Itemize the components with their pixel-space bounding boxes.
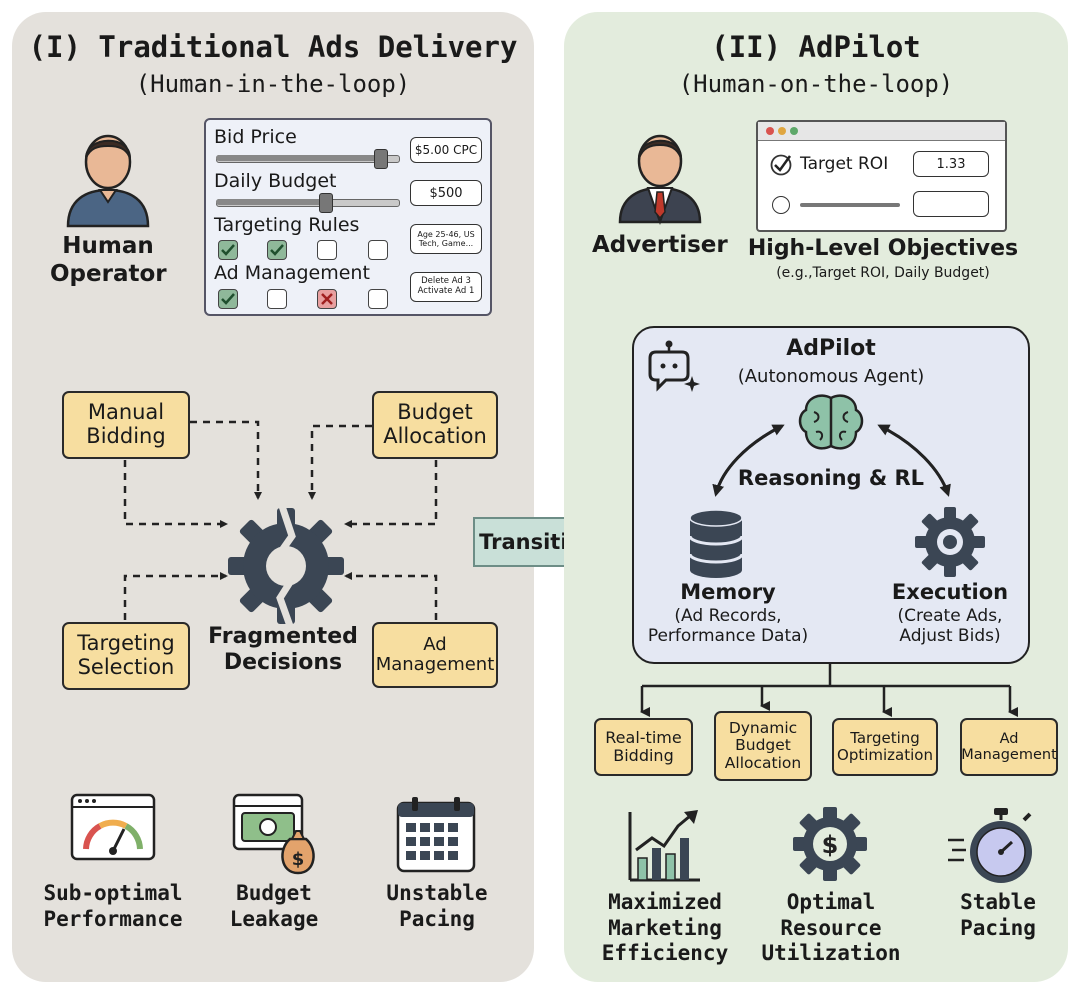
ad-management-control-label: Ad Management <box>214 262 370 284</box>
svg-text:$: $ <box>822 831 839 859</box>
right-title: (II) AdPilot <box>711 30 921 64</box>
gauge-icon <box>70 793 156 861</box>
growth-chart-icon <box>628 810 700 882</box>
target-roi-value[interactable]: 1.33 <box>913 151 989 177</box>
check-icon[interactable] <box>770 154 792 176</box>
daily-budget-label: Daily Budget <box>214 170 337 192</box>
targeting-checkbox[interactable] <box>267 240 287 260</box>
bid-price-slider-knob[interactable] <box>373 149 388 169</box>
advertiser-label: Advertiser <box>592 232 728 258</box>
adpilot-agent-box <box>632 326 1030 664</box>
targeting-rules-label: Targeting Rules <box>214 214 360 236</box>
gear-icon <box>915 507 985 577</box>
daily-budget-value[interactable]: $500 <box>410 180 482 206</box>
targeting-checkbox[interactable] <box>368 240 388 260</box>
execution-block: Execution (Create Ads, Adjust Bids) <box>891 580 1009 647</box>
bid-price-slider-fill <box>216 155 380 161</box>
radio-button[interactable] <box>772 196 790 214</box>
bid-price-slider[interactable] <box>216 149 400 169</box>
targeting-checkbox[interactable] <box>317 240 337 260</box>
chat-bot-icon <box>648 340 700 392</box>
action-distribution-arrows <box>640 664 1018 717</box>
high-level-objectives-example: (e.g.,Target ROI, Daily Budget) <box>776 265 990 281</box>
dashed-connectors <box>123 420 438 620</box>
bid-price-value[interactable]: $5.00 CPC <box>410 137 482 163</box>
objective-value-empty[interactable] <box>913 191 989 217</box>
reasoning-label: Reasoning & RL <box>737 466 925 490</box>
daily-budget-slider-fill <box>216 199 326 205</box>
adpilot-agent-title: AdPilot <box>786 336 876 361</box>
money-bag-icon: $ <box>232 793 315 875</box>
ad-management-checkbox[interactable] <box>368 289 388 309</box>
daily-budget-slider-knob[interactable] <box>319 193 334 213</box>
left-title: (I) Traditional Ads Delivery <box>28 30 518 64</box>
database-icon <box>688 509 744 578</box>
ad-management-checkbox[interactable] <box>317 289 337 309</box>
objective-slider[interactable] <box>800 203 900 207</box>
ad-management-checkbox[interactable] <box>267 289 287 309</box>
target-roi-label: Target ROI <box>800 154 889 174</box>
agent-cycle-arrows <box>712 424 951 497</box>
bid-price-label: Bid Price <box>214 126 297 148</box>
calendar-icon <box>396 797 476 873</box>
dollar-gear-icon: $ <box>793 807 867 881</box>
person-icon <box>66 134 150 228</box>
high-level-objectives-title: High-Level Objectives <box>747 236 1019 261</box>
left-subtitle: (Human-in-the-loop) <box>135 70 411 98</box>
businessman-icon <box>618 134 702 226</box>
adpilot-agent-subtitle: (Autonomous Agent) <box>737 366 925 387</box>
ad-management-checkbox[interactable] <box>218 289 238 309</box>
daily-budget-slider[interactable] <box>216 193 400 213</box>
brain-icon <box>798 394 864 450</box>
stopwatch-icon <box>948 808 1032 883</box>
memory-block: Memory (Ad Records, Performance Data) <box>647 580 809 647</box>
targeting-checkbox[interactable] <box>218 240 238 260</box>
broken-gear-icon <box>228 504 344 628</box>
svg-text:$: $ <box>292 849 305 870</box>
right-subtitle: (Human-on-the-loop) <box>678 70 954 98</box>
